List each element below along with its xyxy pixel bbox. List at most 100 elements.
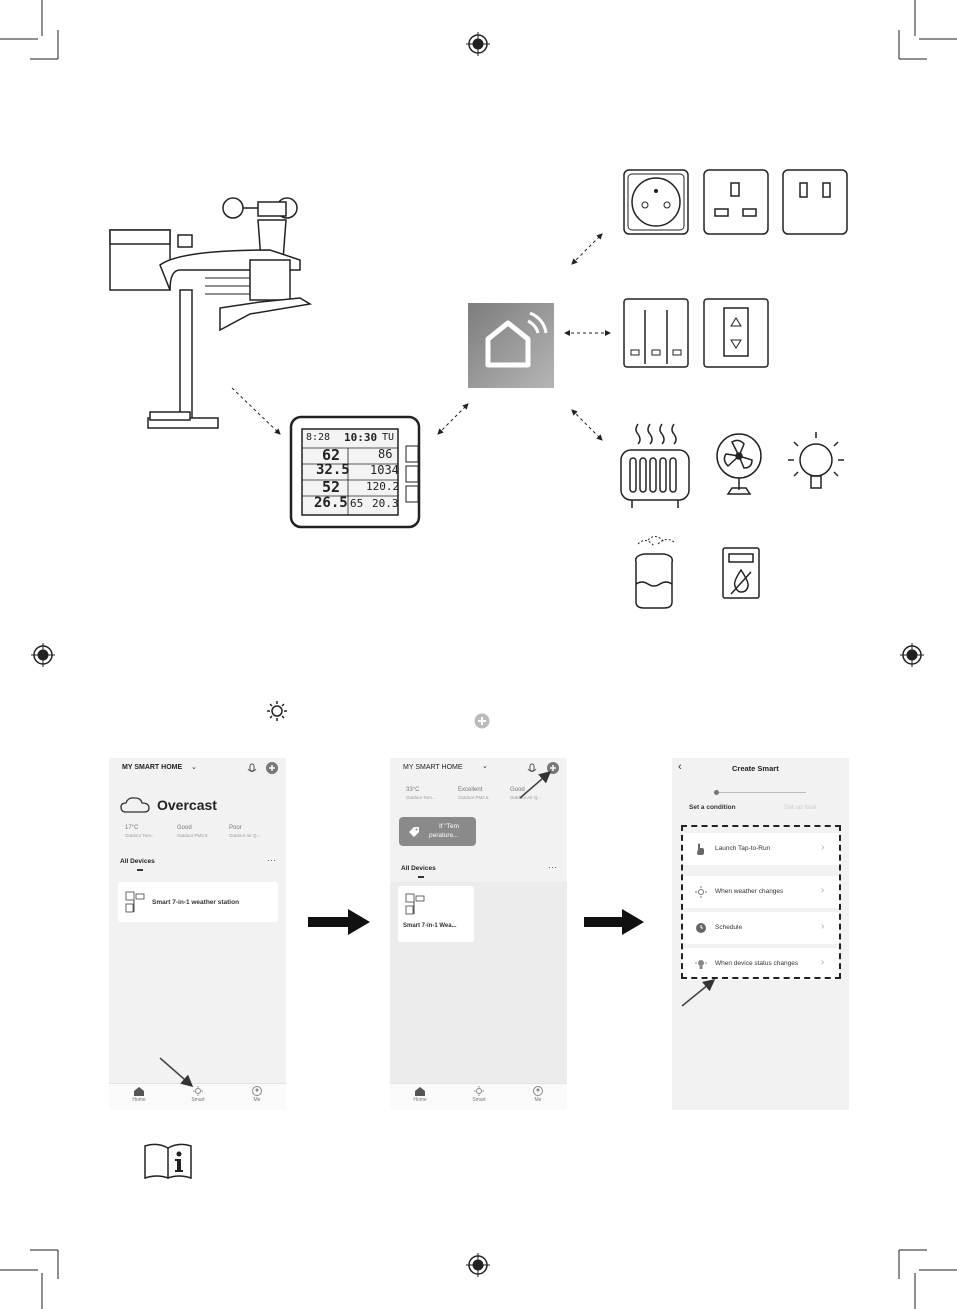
console-time: 8:28 bbox=[306, 432, 331, 443]
add-icon[interactable] bbox=[547, 762, 559, 774]
app-screen-home: MY SMART HOME ⌄ Overcast 17°C Outdoor Te… bbox=[109, 758, 286, 1110]
progress-track bbox=[716, 792, 806, 793]
home-title[interactable]: MY SMART HOME bbox=[403, 764, 463, 771]
socket-eu-icon bbox=[623, 169, 689, 235]
weather-condition: Overcast bbox=[157, 797, 217, 813]
dehumidifier-icon bbox=[722, 547, 760, 599]
plus-circle-icon bbox=[474, 713, 490, 729]
info-book-icon bbox=[144, 1143, 192, 1180]
console-row2-left: 32.5 bbox=[316, 462, 350, 478]
scene-line-1: If "Tem bbox=[439, 823, 460, 830]
device-name: Smart 7-in-1 weather station bbox=[152, 899, 240, 906]
smart-home-icon bbox=[485, 311, 548, 368]
condition-label: Schedule bbox=[715, 924, 743, 931]
heater-icon bbox=[620, 423, 690, 508]
stat-label-3: Outdoor Air Q... bbox=[229, 833, 261, 838]
hand-icon bbox=[697, 843, 704, 855]
console-row2-right: 1034 bbox=[370, 463, 399, 477]
stat-value-1: 33°C bbox=[406, 787, 420, 793]
stat-value-3: Good bbox=[510, 787, 525, 793]
user-icon bbox=[252, 1086, 262, 1096]
tab-underline bbox=[137, 869, 143, 871]
console-row4-mid: 65 bbox=[350, 497, 364, 510]
chevron-right-icon: › bbox=[821, 885, 825, 896]
all-devices-tab[interactable]: All Devices bbox=[120, 858, 155, 865]
chevron-right-icon: › bbox=[821, 842, 825, 853]
step-set-up-task: Set up task bbox=[784, 804, 817, 811]
cloud-icon bbox=[120, 797, 150, 813]
weather-station-thumbnail bbox=[405, 893, 425, 915]
smart-home-hub bbox=[468, 303, 554, 388]
create-smart-title: Create Smart bbox=[732, 764, 779, 773]
user-icon bbox=[533, 1086, 543, 1096]
home-title[interactable]: MY SMART HOME bbox=[122, 764, 183, 771]
chevron-down-icon[interactable]: ⌄ bbox=[482, 763, 488, 770]
humidifier-icon bbox=[634, 536, 675, 609]
outdoor-sensor-illustration bbox=[109, 197, 313, 429]
chevron-right-icon: › bbox=[821, 921, 825, 932]
annotation-arrows bbox=[159, 771, 716, 1087]
step-set-condition: Set a condition bbox=[689, 804, 736, 811]
console-row4-left: 26.5 bbox=[314, 495, 348, 511]
device-icon bbox=[695, 960, 707, 969]
curtain-switch-icon bbox=[703, 298, 769, 368]
bottom-nav: Home Smart Me bbox=[390, 1083, 567, 1110]
condition-schedule[interactable]: Schedule › bbox=[681, 912, 840, 944]
more-icon[interactable]: ··· bbox=[548, 862, 557, 872]
sun-icon bbox=[474, 1086, 484, 1096]
stat-label-3: Outdoor Air Q... bbox=[510, 795, 542, 800]
tab-underline bbox=[418, 876, 424, 878]
socket-uk-icon bbox=[703, 169, 769, 235]
nav-home[interactable]: Home bbox=[400, 1086, 440, 1103]
tag-icon bbox=[409, 827, 419, 837]
clock-icon bbox=[696, 923, 706, 933]
condition-label: Launch Tap-to-Run bbox=[715, 845, 771, 852]
condition-label: When device status changes bbox=[715, 960, 799, 967]
more-icon[interactable]: ··· bbox=[267, 855, 276, 865]
connection-lines bbox=[231, 233, 611, 441]
console-row3-left: 52 bbox=[322, 478, 341, 496]
socket-us-icon bbox=[782, 169, 848, 235]
condition-launch-tap-to-run[interactable]: Launch Tap-to-Run › bbox=[681, 833, 840, 865]
condition-label: When weather changes bbox=[715, 888, 784, 895]
stat-label-2: Outdoor PM2.5 bbox=[177, 833, 208, 838]
chevron-down-icon[interactable]: ⌄ bbox=[191, 764, 197, 771]
console-clock: 10:30 bbox=[344, 431, 378, 444]
console-row1-right: 86 bbox=[378, 447, 393, 461]
nav-me[interactable]: Me bbox=[237, 1086, 277, 1103]
stat-label-1: Outdoor Tem... bbox=[125, 833, 155, 838]
stat-label-2: Outdoor PM2.5 bbox=[458, 795, 489, 800]
console-row1-left: 62 bbox=[322, 446, 341, 464]
app-screen-home-scene: MY SMART HOME ⌄ 33°C Outdoor Tem... Exce… bbox=[390, 758, 567, 1110]
console-row3-right: 120.2 bbox=[366, 480, 400, 493]
nav-me[interactable]: Me bbox=[518, 1086, 558, 1103]
mic-icon[interactable] bbox=[527, 763, 537, 775]
sun-icon bbox=[695, 886, 707, 898]
mic-icon[interactable] bbox=[247, 763, 257, 775]
nav-home[interactable]: Home bbox=[119, 1086, 159, 1103]
scene-button[interactable]: If "Tem perature... bbox=[399, 817, 476, 846]
nav-smart[interactable]: Smart bbox=[459, 1086, 499, 1103]
condition-weather-changes[interactable]: When weather changes › bbox=[681, 876, 840, 908]
device-card[interactable]: Smart 7-in-1 Wea... bbox=[398, 886, 474, 942]
display-console bbox=[289, 415, 421, 529]
console-row4-right: 20.3 bbox=[372, 497, 399, 510]
all-devices-tab[interactable]: All Devices bbox=[401, 865, 436, 872]
sun-icon bbox=[193, 1086, 203, 1096]
nav-smart[interactable]: Smart bbox=[178, 1086, 218, 1103]
stat-label-1: Outdoor Tem... bbox=[406, 795, 436, 800]
stat-value-2: Excellent bbox=[458, 787, 483, 793]
app-screen-create-smart: ‹ Create Smart Set a condition Set up ta… bbox=[672, 758, 849, 1110]
smart-icon bbox=[267, 701, 287, 721]
condition-device-status[interactable]: When device status changes › bbox=[681, 948, 840, 980]
add-icon[interactable] bbox=[266, 762, 278, 774]
progress-dot bbox=[714, 790, 719, 795]
weather-station-thumbnail bbox=[125, 891, 145, 913]
fan-icon bbox=[716, 433, 762, 495]
device-card[interactable]: Smart 7-in-1 weather station bbox=[118, 882, 278, 922]
device-name: Smart 7-in-1 Wea... bbox=[403, 923, 457, 929]
bulb-icon bbox=[788, 432, 844, 489]
back-icon[interactable]: ‹ bbox=[678, 761, 682, 773]
highlight-box bbox=[681, 825, 841, 979]
